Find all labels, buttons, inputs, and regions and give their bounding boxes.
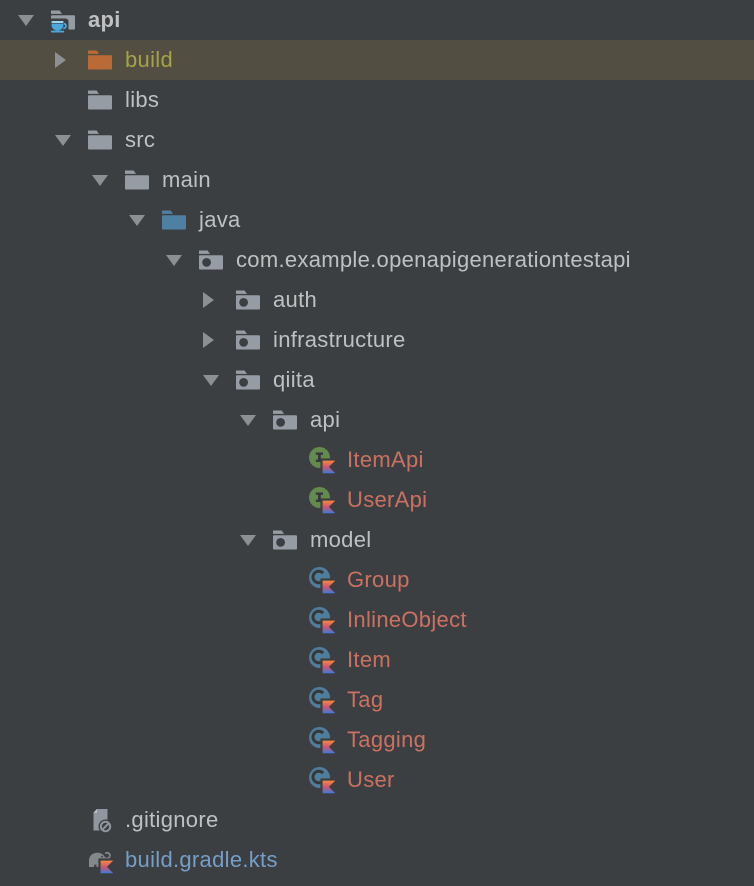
tree-row-api[interactable]: api: [0, 400, 754, 440]
source-root-folder-icon: [160, 206, 190, 234]
tree-row-src[interactable]: src: [0, 120, 754, 160]
collapse-arrow-icon[interactable]: [240, 415, 271, 426]
tree-row-label: api: [88, 7, 121, 32]
tree-row-label: api: [310, 407, 341, 432]
package-icon: [234, 326, 264, 354]
tree-row-label: InlineObject: [347, 607, 467, 632]
package-icon: [234, 366, 264, 394]
tree-row-com-example-openapigenerationtestapi[interactable]: com.example.openapigenerationtestapi: [0, 240, 754, 280]
tree-row-tagging[interactable]: Tagging: [0, 720, 754, 760]
tree-row-label: model: [310, 527, 372, 552]
collapse-arrow-icon[interactable]: [240, 535, 271, 546]
tree-row-inlineobject[interactable]: InlineObject: [0, 600, 754, 640]
excluded-folder-icon: [86, 46, 116, 74]
tree-row-label: libs: [125, 87, 160, 112]
tree-row-user[interactable]: User: [0, 760, 754, 800]
tree-row-item[interactable]: Item: [0, 640, 754, 680]
kotlin-class-icon: [308, 566, 338, 594]
tree-row-label: UserApi: [347, 487, 428, 512]
tree-row-label: Item: [347, 647, 391, 672]
collapse-arrow-icon[interactable]: [129, 215, 160, 226]
package-icon: [271, 406, 301, 434]
tree-row-main[interactable]: main: [0, 160, 754, 200]
tree-row-label: Group: [347, 567, 410, 592]
tree-row-api[interactable]: api: [0, 0, 754, 40]
expand-arrow-icon[interactable]: [55, 52, 86, 68]
folder-icon: [86, 86, 116, 114]
folder-icon: [123, 166, 153, 194]
folder-icon: [86, 126, 116, 154]
tree-row-auth[interactable]: auth: [0, 280, 754, 320]
tree-row-label: src: [125, 127, 156, 152]
expand-arrow-icon[interactable]: [203, 292, 234, 308]
gradle-kotlin-script-icon: [86, 846, 116, 874]
ignored-file-icon: [86, 806, 116, 834]
tree-row-java[interactable]: java: [0, 200, 754, 240]
tree-row-model[interactable]: model: [0, 520, 754, 560]
collapse-arrow-icon[interactable]: [55, 135, 86, 146]
tree-row-gitignore[interactable]: .gitignore: [0, 800, 754, 840]
tree-row-label: com.example.openapigenerationtestapi: [236, 247, 631, 272]
kotlin-class-icon: [308, 726, 338, 754]
tree-row-qiita[interactable]: qiita: [0, 360, 754, 400]
gradle-module-folder-icon: [49, 6, 79, 34]
collapse-arrow-icon[interactable]: [18, 15, 49, 26]
kotlin-class-icon: [308, 686, 338, 714]
tree-row-itemapi[interactable]: ItemApi: [0, 440, 754, 480]
tree-row-label: User: [347, 767, 395, 792]
kotlin-class-icon: [308, 606, 338, 634]
expand-arrow-icon[interactable]: [203, 332, 234, 348]
tree-row-label: java: [199, 207, 241, 232]
tree-row-label: Tagging: [347, 727, 427, 752]
package-icon: [234, 286, 264, 314]
tree-row-infrastructure[interactable]: infrastructure: [0, 320, 754, 360]
package-icon: [271, 526, 301, 554]
tree-row-label: build.gradle.kts: [125, 847, 278, 872]
tree-row-build-gradle-kts[interactable]: build.gradle.kts: [0, 840, 754, 880]
tree-row-label: ItemApi: [347, 447, 424, 472]
tree-row-tag[interactable]: Tag: [0, 680, 754, 720]
tree-row-label: build: [125, 47, 173, 72]
tree-row-label: auth: [273, 287, 318, 312]
tree-row-build[interactable]: build: [0, 40, 754, 80]
collapse-arrow-icon[interactable]: [203, 375, 234, 386]
tree-row-label: main: [162, 167, 211, 192]
package-icon: [197, 246, 227, 274]
tree-row-userapi[interactable]: UserApi: [0, 480, 754, 520]
kotlin-interface-icon: [308, 446, 338, 474]
tree-row-label: .gitignore: [125, 807, 219, 832]
collapse-arrow-icon[interactable]: [166, 255, 197, 266]
tree-row-label: Tag: [347, 687, 384, 712]
kotlin-class-icon: [308, 766, 338, 794]
tree-row-libs[interactable]: libs: [0, 80, 754, 120]
kotlin-class-icon: [308, 646, 338, 674]
tree-row-label: infrastructure: [273, 327, 406, 352]
tree-row-group[interactable]: Group: [0, 560, 754, 600]
collapse-arrow-icon[interactable]: [92, 175, 123, 186]
tree-row-label: qiita: [273, 367, 315, 392]
kotlin-interface-icon: [308, 486, 338, 514]
